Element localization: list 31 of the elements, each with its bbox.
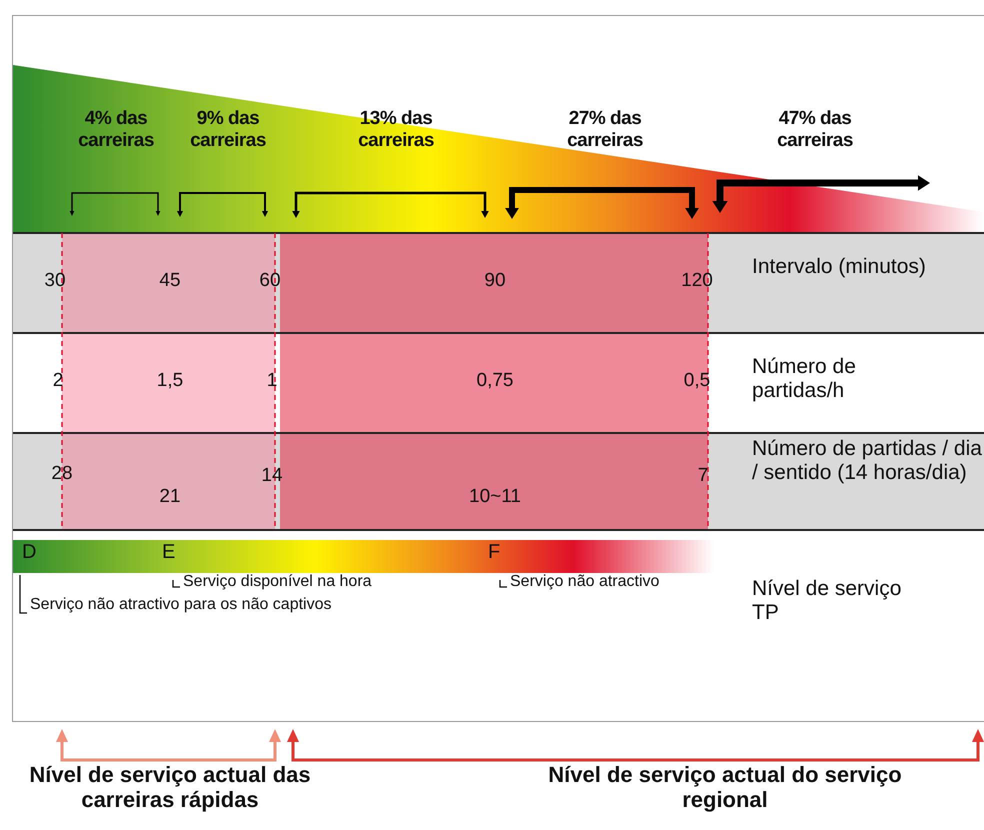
table-value: 7 [696, 465, 710, 487]
level-letter: D [22, 541, 38, 564]
table-value: 30 [43, 270, 67, 292]
table-value: 60 [258, 270, 282, 292]
level-letter: F [488, 541, 502, 564]
percentage-label: 47% das carreiras [776, 108, 854, 152]
table-value: 120 [680, 270, 714, 292]
table-value: 1 [266, 370, 278, 392]
table-value: 21 [158, 486, 182, 508]
table-value: 90 [483, 270, 507, 292]
note-text: Serviço não atractivo [510, 573, 660, 592]
table-value: 10~11 [468, 486, 522, 508]
percentage-label: 27% das carreiras [566, 108, 644, 152]
table-value: 45 [158, 270, 182, 292]
row-header: Número de partidas/h [752, 355, 857, 404]
table-value: 1,5 [156, 370, 184, 392]
row-header: Nível de serviço TP [752, 577, 902, 626]
table-value: 2 [52, 370, 64, 392]
bracket-caption: Nível de serviço actual das carreiras rápidas [28, 762, 312, 813]
row-header: Número de partidas / dia / sentido (14 horas/dia) [752, 437, 983, 486]
row-header: Intervalo (minutos) [752, 255, 927, 280]
table-value: 28 [50, 463, 74, 485]
note-text: Serviço disponível na hora [183, 573, 372, 592]
table-value: 14 [260, 465, 284, 487]
level-letter: E [162, 541, 176, 564]
table-value: 0,75 [476, 370, 514, 392]
percentage-label: 9% das carreiras [189, 108, 267, 152]
note-text: Serviço não atractivo para os não captivos [30, 596, 332, 614]
percentage-label: 4% das carreiras [77, 108, 155, 152]
bracket-caption: Nível de serviço actual do serviço regional [547, 762, 903, 813]
table-value: 0,5 [682, 370, 712, 392]
